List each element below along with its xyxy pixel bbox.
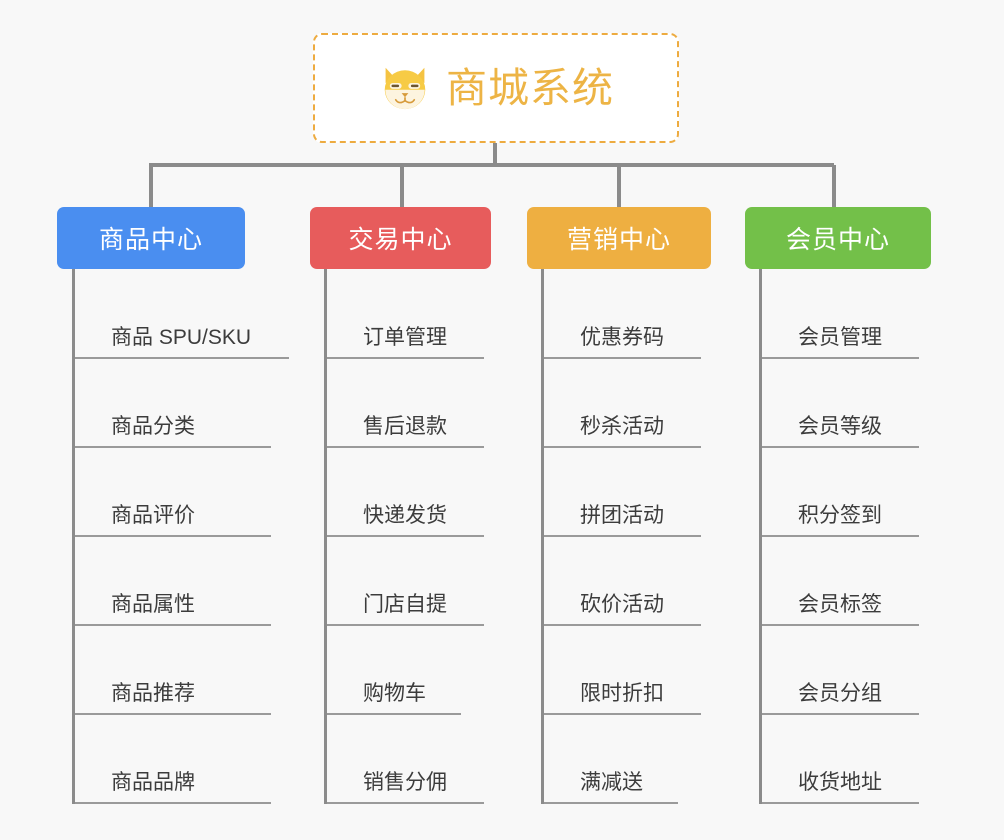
leaf-item[interactable]: 会员标签 <box>762 537 919 626</box>
root-node[interactable]: 商城系统 <box>313 33 679 143</box>
leaf-item[interactable]: 商品推荐 <box>75 626 271 715</box>
connector-root-stem <box>493 143 497 165</box>
category-node-product[interactable]: 商品中心 <box>57 207 245 269</box>
leaf-item[interactable]: 订单管理 <box>327 287 484 359</box>
leaf-item[interactable]: 满减送 <box>544 715 678 804</box>
leaf-item[interactable]: 商品属性 <box>75 537 271 626</box>
leaf-item[interactable]: 拼团活动 <box>544 448 701 537</box>
branch-column-marketing: 营销中心 优惠券码 秒杀活动 拼团活动 砍价活动 限时折扣 满减送 <box>527 207 742 804</box>
leaf-list-product: 商品 SPU/SKU 商品分类 商品评价 商品属性 商品推荐 商品品牌 <box>72 269 307 804</box>
category-node-marketing[interactable]: 营销中心 <box>527 207 711 269</box>
leaf-item[interactable]: 会员管理 <box>762 287 919 359</box>
connector-drop-1 <box>149 165 153 207</box>
leaf-item[interactable]: 会员等级 <box>762 359 919 448</box>
leaf-item[interactable]: 收货地址 <box>762 715 919 804</box>
branch-column-member: 会员中心 会员管理 会员等级 积分签到 会员标签 会员分组 收货地址 <box>745 207 960 804</box>
connector-drop-3 <box>617 165 621 207</box>
connector-drop-4 <box>832 165 836 207</box>
leaf-item[interactable]: 门店自提 <box>327 537 484 626</box>
leaf-item[interactable]: 销售分佣 <box>327 715 484 804</box>
leaf-item[interactable]: 优惠券码 <box>544 287 701 359</box>
root-title: 商城系统 <box>446 64 614 111</box>
category-node-member[interactable]: 会员中心 <box>745 207 931 269</box>
branch-column-product: 商品中心 商品 SPU/SKU 商品分类 商品评价 商品属性 商品推荐 商品品牌 <box>57 207 307 804</box>
leaf-item[interactable]: 商品分类 <box>75 359 271 448</box>
leaf-list-marketing: 优惠券码 秒杀活动 拼团活动 砍价活动 限时折扣 满减送 <box>541 269 742 804</box>
leaf-item[interactable]: 限时折扣 <box>544 626 701 715</box>
category-label: 会员中心 <box>785 226 890 254</box>
leaf-item[interactable]: 秒杀活动 <box>544 359 701 448</box>
leaf-item[interactable]: 商品品牌 <box>75 715 271 804</box>
leaf-list-member: 会员管理 会员等级 积分签到 会员标签 会员分组 收货地址 <box>759 269 960 804</box>
leaf-item[interactable]: 快递发货 <box>327 448 484 537</box>
leaf-item[interactable]: 砍价活动 <box>544 537 701 626</box>
category-node-trade[interactable]: 交易中心 <box>310 207 491 269</box>
leaf-item[interactable]: 商品评价 <box>75 448 271 537</box>
leaf-item[interactable]: 会员分组 <box>762 626 919 715</box>
branch-column-trade: 交易中心 订单管理 售后退款 快递发货 门店自提 购物车 销售分佣 <box>310 207 530 804</box>
leaf-item[interactable]: 售后退款 <box>327 359 484 448</box>
connector-drop-2 <box>400 165 404 207</box>
category-label: 交易中心 <box>348 226 453 254</box>
leaf-list-trade: 订单管理 售后退款 快递发货 门店自提 购物车 销售分佣 <box>324 269 530 804</box>
leaf-item[interactable]: 商品 SPU/SKU <box>75 287 289 359</box>
category-label: 商品中心 <box>98 226 203 254</box>
leaf-item[interactable]: 积分签到 <box>762 448 919 537</box>
shiba-dog-face-icon <box>384 67 426 110</box>
connector-horizontal-bus <box>149 163 834 167</box>
leaf-item[interactable]: 购物车 <box>327 626 461 715</box>
category-label: 营销中心 <box>566 226 671 254</box>
